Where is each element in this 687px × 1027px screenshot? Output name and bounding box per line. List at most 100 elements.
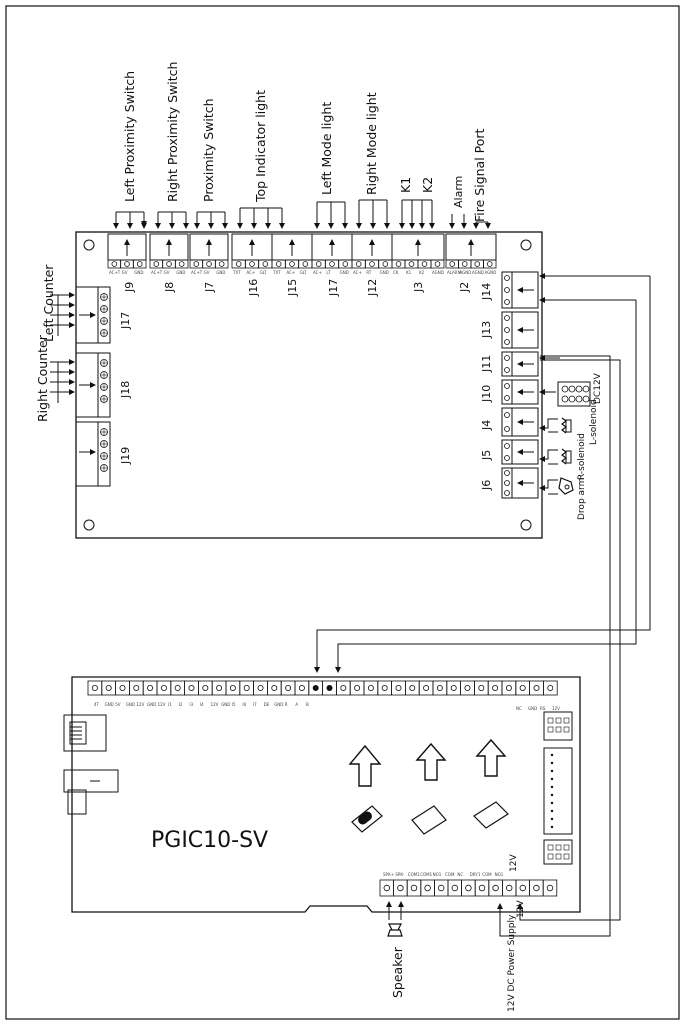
terminal — [280, 680, 296, 696]
label-right-mode-light: Right Mode light — [364, 92, 379, 195]
terminal — [393, 879, 408, 897]
terminal — [515, 879, 531, 897]
terminal — [473, 680, 489, 696]
right-header — [543, 711, 573, 865]
terminal — [418, 680, 434, 696]
pin-label: GV — [164, 270, 170, 275]
pin-label: TXT — [272, 270, 281, 275]
controller-pin-label: NO1 — [433, 872, 442, 877]
left-counter-wires — [50, 292, 75, 403]
label-speaker: Speaker — [390, 946, 405, 998]
controller-pin-label: R — [285, 702, 288, 707]
terminal-screw — [100, 317, 108, 325]
terminal — [488, 879, 503, 897]
id-j8: J8 — [163, 282, 176, 293]
terminal-screw — [100, 383, 108, 391]
label-k1: K1 — [398, 177, 413, 193]
arrow-up-icon — [415, 742, 447, 781]
label-power-supply: 12V DC Power Supply — [507, 914, 517, 1012]
pin-label: AC+ — [313, 270, 322, 275]
label-left-proximity-switch: Left Proximity Switch — [122, 71, 137, 202]
pin-label: GV — [204, 270, 210, 275]
terminal — [404, 680, 420, 696]
controller-pin-label: DRY1 — [470, 872, 481, 877]
terminal-screw — [100, 329, 108, 337]
controller-pin-label: SPK- — [395, 872, 404, 877]
terminal-screw — [100, 464, 108, 472]
pin-label: K1 — [406, 270, 412, 275]
left-terminals — [100, 293, 108, 472]
connector-j19 — [75, 421, 99, 487]
controller-pin-label: GND — [528, 706, 537, 711]
controller-pin-label: 12V — [158, 702, 166, 707]
controller-pin-label: A — [295, 702, 298, 707]
controller-pin-label: COM — [482, 872, 492, 877]
controller-pin-label: NC — [516, 706, 522, 711]
controller-pin-label: I2 — [179, 702, 183, 707]
id-j4: J4 — [480, 420, 493, 431]
terminal-screw — [100, 293, 108, 301]
pin-label: AC+T — [109, 270, 121, 275]
solenoid-icon — [561, 417, 567, 434]
terminal — [115, 680, 130, 696]
controller-pin-label: 12V — [552, 706, 560, 711]
connector-j10 — [501, 379, 539, 405]
controller-top-terminals — [87, 680, 558, 696]
terminal — [433, 879, 449, 897]
label-top-indicator-light: Top Indicator light — [253, 90, 268, 203]
terminal — [501, 680, 517, 696]
connector-j6 — [501, 467, 539, 499]
controller-pin-label: 12V — [211, 702, 219, 707]
id-j17-left: J17 — [119, 312, 132, 330]
terminal — [377, 680, 392, 696]
terminal — [460, 680, 475, 696]
card-icon — [473, 801, 509, 829]
controller-pin-label: 4T — [94, 702, 100, 707]
top-connector-ids: J9 J8 J7 J16 J15 J17 J12 J3 J2 — [123, 279, 471, 297]
label-left-counter: Left Counter — [41, 264, 56, 342]
id-j6: J6 — [480, 480, 493, 491]
controller-pin-label: SPK+ — [383, 872, 394, 877]
terminal — [391, 680, 406, 696]
id-j11: J11 — [480, 355, 493, 373]
speaker-icon — [387, 923, 403, 937]
pin-label: GND — [134, 270, 143, 275]
label-alarm: Alarm — [452, 176, 465, 208]
l-solenoid-block — [539, 417, 572, 434]
right-header-pins — [547, 717, 570, 860]
terminal — [349, 680, 365, 696]
solenoid-icon — [561, 448, 567, 465]
terminal — [197, 680, 213, 696]
top-labels: Left Proximity Switch Right Proximity Sw… — [122, 62, 487, 222]
side-switch — [63, 769, 119, 815]
id-j3: J3 — [412, 282, 425, 293]
terminal-screw — [100, 359, 108, 367]
id-j2: J2 — [458, 282, 471, 293]
page-frame — [5, 5, 680, 1020]
id-j15: J15 — [286, 279, 299, 297]
controller-pin-label: I5 — [232, 702, 236, 707]
id-j10: J10 — [480, 385, 493, 403]
mount-hole — [83, 519, 95, 531]
controller-pin-label: RS — [540, 706, 546, 711]
controller-pin-label: I6 — [242, 702, 246, 707]
terminal — [446, 680, 461, 696]
controller-pin-label: GND — [221, 702, 230, 707]
terminal — [474, 879, 490, 897]
upload-arrows — [348, 738, 507, 787]
id-j7: J7 — [203, 282, 216, 293]
terminal — [170, 680, 186, 696]
terminal — [239, 680, 255, 696]
label-proximity-switch: Proximity Switch — [201, 98, 216, 202]
terminal — [487, 680, 503, 696]
controller-pin-label: GND — [126, 702, 135, 707]
